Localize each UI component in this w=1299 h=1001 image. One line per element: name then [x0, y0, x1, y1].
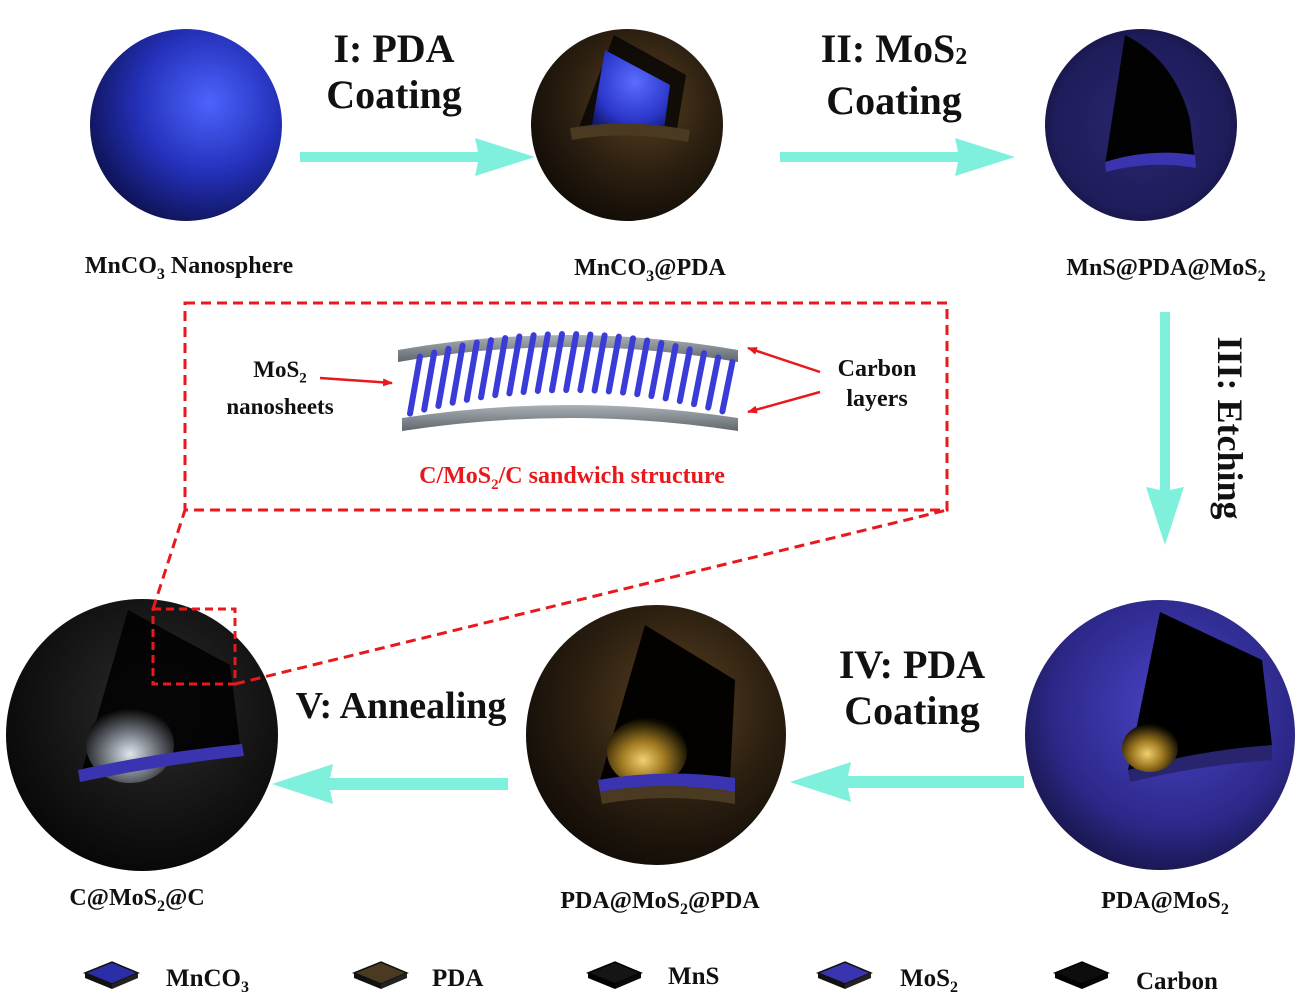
sphere-mnco3	[90, 29, 282, 221]
mos2-sheet	[577, 331, 594, 394]
legend-swatch-mns	[586, 961, 643, 989]
step4-label: IV: PDA Coating	[838, 642, 986, 733]
mos2-sheet	[549, 331, 565, 394]
mos2-sheet	[449, 342, 466, 406]
mos2-sheet	[506, 333, 523, 397]
step1-label: I: PDA Coating	[326, 26, 462, 117]
sphere-pda-mos2	[1025, 600, 1295, 870]
arrow-step1	[300, 138, 535, 176]
step3-label: III: Etching	[1210, 336, 1250, 520]
label-pda-mos2: PDA@MoS2	[1101, 888, 1229, 918]
mos2-sheet	[407, 353, 423, 417]
sphere-mns-pda-mos2	[1045, 29, 1237, 221]
legend-swatch-mos2	[816, 961, 873, 989]
legend-label-mns: MnS	[668, 963, 720, 990]
sphere-mnco3-pda	[531, 29, 723, 221]
carbon-layer-bottom	[402, 405, 738, 431]
mos2-sheet	[478, 337, 494, 401]
mos2-sheet	[563, 331, 580, 394]
mos2-sheet	[591, 332, 608, 394]
mos2-sheet	[662, 343, 679, 402]
inset-label-mos2-nanosheets: MoS2 nanosheets	[226, 357, 334, 419]
arrow-step5	[272, 764, 508, 804]
sphere-c-mos2-c	[6, 599, 278, 871]
mos2-sheet	[705, 354, 722, 411]
legend-label-mnco3: MnCO3	[166, 965, 249, 996]
mos2-sheet	[435, 345, 452, 409]
carbon-layer-top	[398, 335, 738, 362]
mos2-sheet	[421, 349, 438, 413]
mos2-sheet	[605, 333, 622, 395]
legend-swatch-mnco3	[83, 961, 140, 989]
legend-swatch-carbon	[1053, 961, 1110, 989]
step5-label: V: Annealing	[295, 685, 507, 727]
arrow-step2	[780, 138, 1015, 176]
sphere-pda-mos2-pda	[526, 605, 786, 865]
mos2-sheet	[719, 359, 736, 415]
legend-label-mos2: MoS2	[900, 965, 958, 996]
legend-swatches	[83, 961, 1110, 989]
mos2-sheet	[648, 340, 665, 400]
mos2-sheet	[492, 335, 509, 399]
mos2-sheet	[534, 331, 551, 394]
label-mns-pda-mos2: MnS@PDA@MoS2	[1066, 255, 1266, 285]
mos2-sheet	[676, 346, 693, 405]
arrow-step4	[790, 762, 1024, 802]
legend-label-pda: PDA	[432, 965, 484, 992]
mos2-nanosheets	[407, 331, 736, 417]
mos2-sheet	[620, 335, 636, 396]
arrow-step3	[1146, 312, 1184, 545]
mos2-sheet	[463, 339, 480, 403]
inset-sandwich	[151, 301, 949, 686]
label-c-mos2-c: C@MoS2@C	[69, 885, 205, 915]
label-pda-mos2-pda: PDA@MoS2@PDA	[560, 888, 760, 918]
label-mnco3-nanosphere: MnCO3 Nanosphere	[84, 253, 294, 283]
mos2-sheet	[691, 350, 707, 408]
mos2-sheet	[634, 337, 651, 398]
inset-caption: C/MoS2/C sandwich structure	[419, 463, 725, 493]
legend-label-carbon: Carbon	[1136, 968, 1218, 995]
label-mnco3-pda: MnCO3@PDA	[574, 255, 726, 285]
legend-swatch-pda	[352, 961, 409, 989]
step2-label: II: MoS2 Coating	[820, 26, 968, 123]
mos2-sheet	[520, 332, 537, 395]
inset-label-carbon-layers: Carbon layers	[837, 356, 917, 412]
